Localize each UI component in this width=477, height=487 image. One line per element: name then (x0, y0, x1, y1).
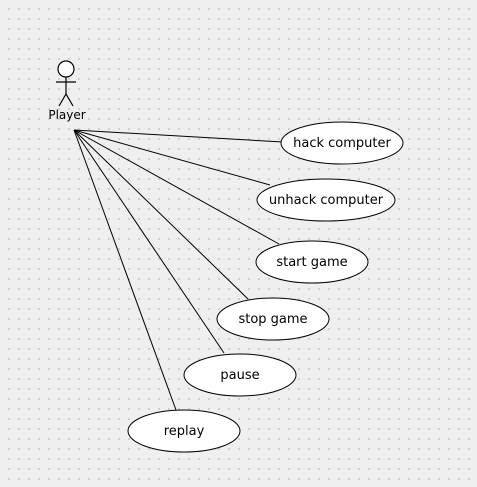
use-case-start-game[interactable]: start game (255, 240, 369, 284)
use-case-pause[interactable]: pause (183, 353, 297, 397)
actor-player[interactable]: Player (48, 60, 86, 122)
association-start-game (73, 129, 280, 245)
use-case-label: unhack computer (269, 193, 384, 208)
use-case-label: pause (220, 368, 259, 383)
use-case-label: replay (164, 424, 205, 439)
use-case-ellipse (255, 240, 369, 284)
use-case-stop-game[interactable]: stop game (216, 297, 330, 341)
use-case-ellipse (256, 178, 396, 222)
stick-figure-icon (56, 60, 76, 107)
use-case-label: stop game (238, 312, 307, 327)
actor-label: Player (48, 108, 85, 122)
use-case-replay[interactable]: replay (127, 409, 241, 453)
association-hack-computer (73, 129, 284, 143)
use-case-label: hack computer (293, 136, 391, 151)
association-replay (73, 129, 177, 411)
association-pause (73, 129, 225, 354)
use-case-ellipse (216, 297, 330, 341)
association-unhack-computer (73, 129, 271, 186)
association-lines (73, 129, 284, 411)
use-case-label: start game (276, 255, 347, 270)
use-case-ellipse (280, 121, 404, 165)
use-case-unhack-computer[interactable]: unhack computer (256, 178, 396, 222)
use-case-ellipse (127, 409, 241, 453)
use-case-ellipse (183, 353, 297, 397)
use-case-hack-computer[interactable]: hack computer (280, 121, 404, 165)
association-stop-game (73, 129, 249, 300)
